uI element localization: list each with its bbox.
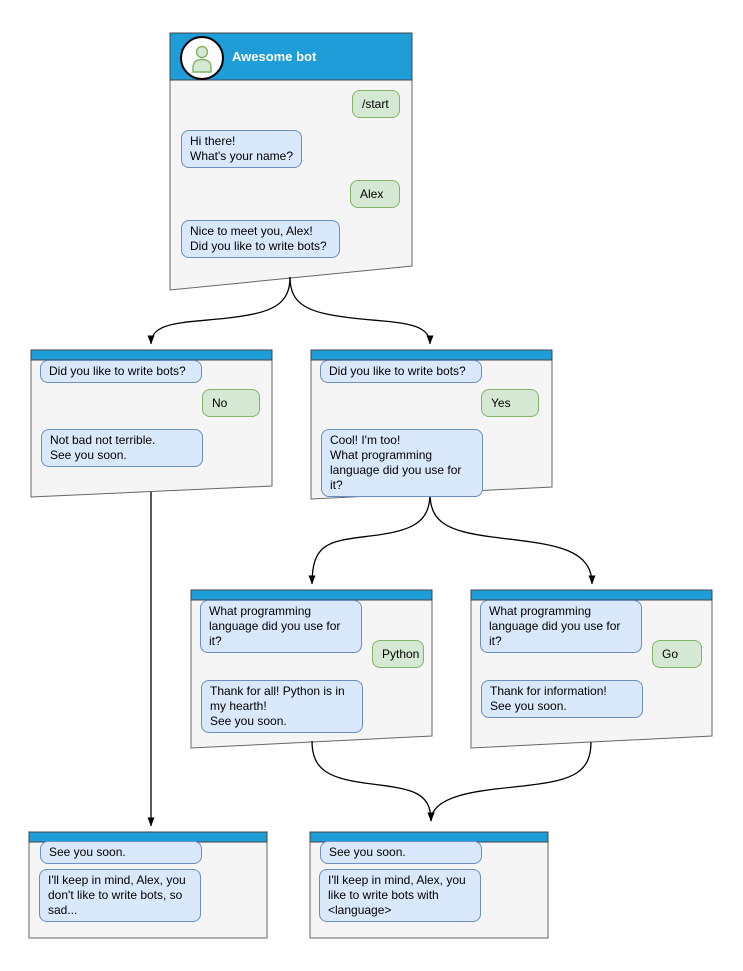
chat-window-branch-no: Did you like to write bots? No Not bad n… — [31, 350, 272, 497]
bot-message-bubble: Cool! I'm too! What programming language… — [321, 429, 483, 497]
bot-message-bubble: What programming language did you use fo… — [200, 600, 362, 653]
user-message-bubble: Go — [652, 640, 702, 668]
bot-message-bubble: Thank for information! See you soon. — [481, 680, 643, 718]
connector-yes-to-python — [308, 492, 431, 585]
bot-message-bubble: See you soon. — [320, 841, 482, 864]
connector-yes-to-go — [429, 492, 596, 585]
user-message-bubble: Yes — [481, 389, 539, 417]
bot-message-bubble: Did you like to write bots? — [320, 360, 482, 383]
bot-message-bubble: I'll keep in mind, Alex, you don't like … — [39, 869, 201, 922]
user-message-bubble: No — [202, 389, 260, 417]
bot-message-bubble: Not bad not terrible. See you soon. — [41, 429, 203, 467]
user-message-bubble: /start — [352, 90, 400, 118]
chat-window-end-language: See you soon. I'll keep in mind, Alex, y… — [310, 832, 548, 938]
bot-message-bubble: Hi there! What's your name? — [181, 130, 302, 168]
person-icon — [192, 45, 212, 73]
chat-window-awesome-bot: Awesome bot /start Hi there! What's your… — [170, 33, 412, 290]
connector-go-to-end — [427, 741, 592, 822]
bot-message-bubble: See you soon. — [40, 841, 202, 864]
chat-window-lang-python: What programming language did you use fo… — [191, 590, 432, 748]
user-message-bubble: Alex — [350, 180, 400, 208]
chat-window-lang-go: What programming language did you use fo… — [471, 590, 712, 748]
chat-window-end-sad: See you soon. I'll keep in mind, Alex, y… — [29, 832, 267, 938]
window-title: Awesome bot — [232, 49, 317, 64]
bot-message-bubble: Nice to meet you, Alex! Did you like to … — [181, 220, 340, 258]
connector-start-to-yes — [289, 276, 434, 345]
chat-window-branch-yes: Did you like to write bots? Yes Cool! I'… — [311, 350, 552, 499]
bot-avatar — [180, 36, 224, 80]
bot-message-bubble: What programming language did you use fo… — [480, 600, 642, 653]
user-message-bubble: Python — [372, 640, 424, 668]
connector-start-to-no — [147, 276, 291, 345]
connector-python-to-end — [311, 740, 435, 822]
bot-message-bubble: Thank for all! Python is in my hearth! S… — [201, 680, 363, 733]
bot-message-bubble: I'll keep in mind, Alex, you like to wri… — [319, 869, 481, 922]
bot-message-bubble: Did you like to write bots? — [40, 360, 202, 383]
